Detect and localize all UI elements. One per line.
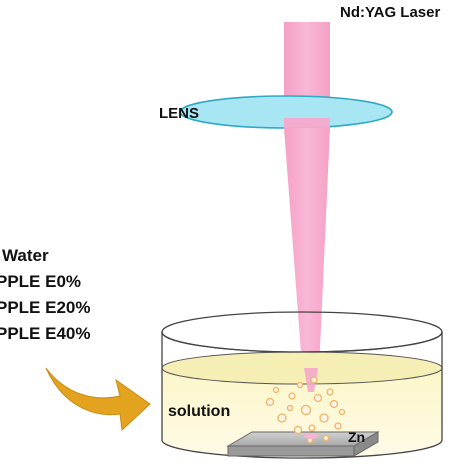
nanoparticle-bubbles — [265, 376, 346, 444]
beaker-bottom — [161, 439, 443, 459]
solutions-list-item: PPLE E0% — [0, 272, 81, 291]
solutions-list-item: Water — [2, 246, 49, 265]
solutions-list-item: PPLE E40% — [0, 324, 91, 343]
laser-beam-through-lens — [284, 118, 330, 130]
solutions-list-item: PPLE E20% — [0, 298, 91, 317]
zn-target-front — [227, 445, 355, 457]
target-label: Zn — [348, 429, 365, 445]
ablation-spot — [304, 433, 318, 439]
lens-label: LENS — [159, 105, 199, 122]
solution-surface — [161, 351, 443, 385]
laser-beam-focused — [284, 128, 330, 392]
beaker-rim-front — [161, 331, 443, 353]
solution-label: solution — [168, 403, 230, 420]
zn-target-side — [353, 431, 379, 457]
laser-label: Nd:YAG Laser — [340, 4, 440, 21]
curved-arrow-icon — [45, 367, 151, 432]
